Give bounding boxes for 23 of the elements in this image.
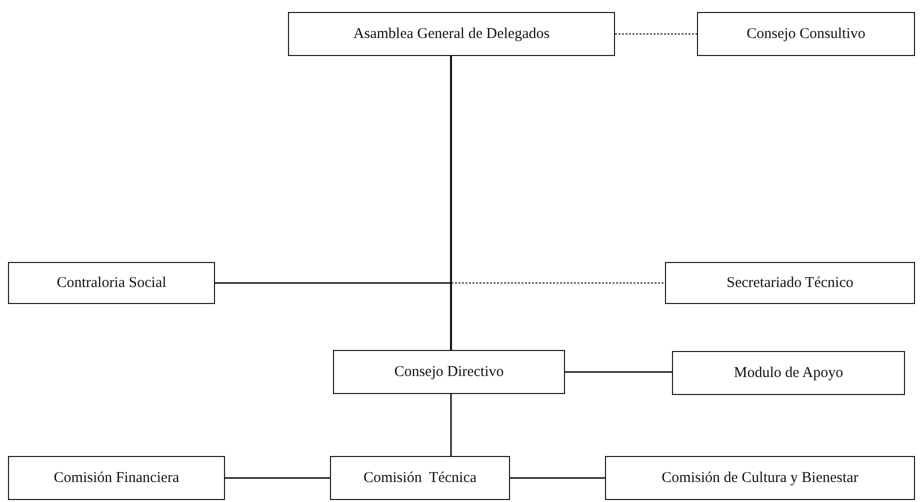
connector-line <box>450 394 452 456</box>
org-unit-box <box>697 12 915 56</box>
org-unit-box <box>665 262 915 304</box>
unit-name: Consejo Directivo <box>394 364 504 380</box>
unit-name: Consejo Consultivo <box>746 26 866 42</box>
unit-name: Contraloria Social <box>56 274 166 292</box>
unit-name: Comisión Financiera <box>54 470 180 486</box>
org-unit-box <box>605 456 915 500</box>
unit-name: Asamblea General de Delegados <box>353 26 550 42</box>
org-unit-box <box>330 456 510 500</box>
connector-line <box>510 477 605 479</box>
org-unit-box <box>288 12 615 56</box>
org-unit-box <box>333 350 565 394</box>
unit-name: Secretariado Técnico <box>726 274 854 292</box>
connector-line <box>225 477 330 479</box>
connector-line <box>565 371 672 373</box>
unit-name: Comisión de Cultura y Bienestar <box>662 470 858 486</box>
org-unit-box <box>8 262 215 304</box>
unit-name: Comisión Técnica <box>363 470 477 486</box>
org-unit-box <box>672 351 905 395</box>
unit-name: Modulo de Apoyo <box>734 364 844 382</box>
connector-line <box>450 56 452 350</box>
org-unit-box <box>8 456 225 500</box>
